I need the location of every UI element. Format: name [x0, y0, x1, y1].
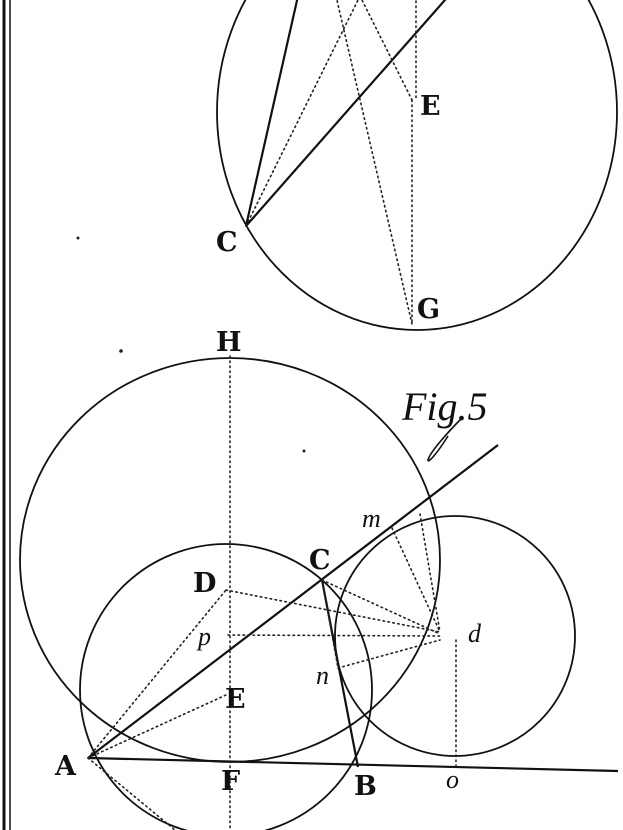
- label-D: D: [193, 568, 216, 599]
- label-o: o: [446, 765, 459, 794]
- label-C: C: [309, 545, 331, 576]
- upper-circle: [216, 0, 618, 331]
- figure-caption: Fig.5: [401, 384, 488, 429]
- label-m: m: [362, 504, 381, 533]
- upper-label-G: G: [417, 294, 440, 325]
- paper-specks: [76, 236, 306, 453]
- middle-circle: [79, 543, 373, 830]
- upper-dotted-1: [245, 0, 359, 227]
- upper-label-E: E: [420, 91, 441, 122]
- upper-dotted-2: [336, 0, 413, 325]
- label-E: E: [225, 684, 246, 715]
- upper-chord-c: [245, 0, 447, 227]
- label-H: H: [216, 327, 242, 358]
- dotted-p-d: [227, 634, 441, 637]
- dotted-m-d: [391, 527, 441, 633]
- dotted-D-d: [225, 589, 441, 633]
- upper-dotted-3: [361, 0, 413, 101]
- right-circle: [334, 515, 576, 757]
- label-d: d: [468, 619, 482, 648]
- label-B: B: [354, 771, 377, 802]
- dotted-C-d: [321, 579, 441, 635]
- dotted-C-n: [321, 579, 339, 669]
- upper-figure: E C G: [216, 0, 618, 331]
- label-p: p: [196, 622, 211, 651]
- dotted-n-d: [337, 639, 441, 669]
- dotted-A-lower: [87, 757, 176, 830]
- upper-label-C: C: [216, 227, 238, 258]
- line-A-to-ray: [87, 444, 499, 759]
- dotted-A-E: [87, 694, 227, 759]
- page-border: [2, 0, 11, 830]
- lower-figure: Fig.5 H m C D d p n E A F B o: [19, 327, 619, 830]
- label-n: n: [316, 661, 329, 690]
- dotted-A-D: [87, 589, 227, 759]
- label-A: A: [54, 751, 77, 782]
- upper-chord-c-left: [244, 0, 299, 227]
- line-A-base: [87, 756, 619, 773]
- caption-flourish: [427, 417, 463, 462]
- label-F: F: [221, 766, 240, 797]
- dotted-ray-d: [419, 513, 441, 633]
